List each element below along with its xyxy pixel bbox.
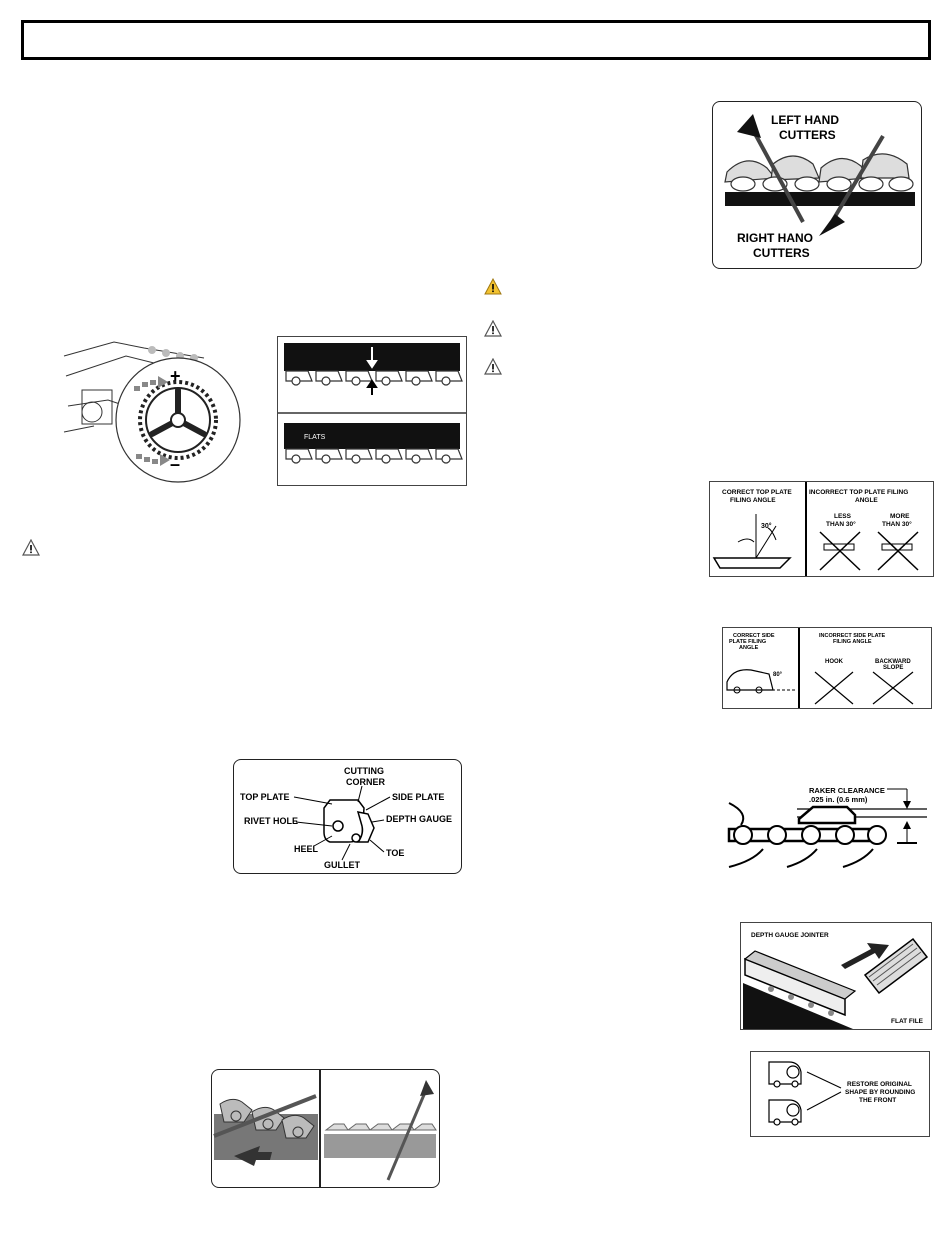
incorrect-top-plate-label-2: ANGLE xyxy=(855,497,878,504)
incorrect-top-plate-label-1: INCORRECT TOP PLATE FILING xyxy=(809,489,908,496)
flats-label: FLATS xyxy=(304,434,326,441)
backward-slope-label-2: SLOPE xyxy=(883,665,903,671)
raker-clearance-label: RAKER CLEARANCE xyxy=(809,786,885,795)
backward-slope-label-1: BACKWARD xyxy=(875,659,911,665)
cutting-corner-label-1: CUTTING xyxy=(344,766,384,776)
gullet-label: GULLET xyxy=(324,860,360,870)
hook-label: HOOK xyxy=(825,659,844,665)
less-than-label-1: LESS xyxy=(834,513,852,520)
restore-label-1: RESTORE ORIGINAL xyxy=(847,1081,912,1088)
file-position-diagram xyxy=(211,1069,440,1188)
restore-label-3: THE FRONT xyxy=(859,1097,896,1104)
side-plate-label: SIDE PLATE xyxy=(392,792,444,802)
thirty-degree-label: 30° xyxy=(761,522,772,530)
incorrect-side-plate-label-2: FILING ANGLE xyxy=(833,639,872,645)
correct-top-plate-label-2: FILING ANGLE xyxy=(730,497,776,504)
side-plate-angle-diagram: CORRECT SIDE PLATE FILING ANGLE INCORREC… xyxy=(722,627,932,709)
heel-label: HEEL xyxy=(294,844,319,854)
caution-icon xyxy=(484,358,502,375)
raker-clearance-diagram: RAKER CLEARANCE .025 in. (0.6 mm) xyxy=(727,783,929,871)
page-header-box xyxy=(21,20,931,60)
right-hand-label-2: CUTTERS xyxy=(753,246,810,260)
cutting-corner-label-2: CORNER xyxy=(346,777,386,787)
depth-gauge-jointer-diagram: DEPTH GAUGE JOINTER FLAT FILE xyxy=(740,922,932,1030)
correct-side-plate-label-2: PLATE FILING xyxy=(729,639,766,645)
more-than-label-1: MORE xyxy=(890,513,910,520)
restore-shape-diagram: RESTORE ORIGINAL SHAPE BY ROUNDING THE F… xyxy=(750,1051,930,1137)
caution-icon xyxy=(484,320,502,337)
chain-tension-dial-illustration: + – xyxy=(62,336,242,484)
toe-label: TOE xyxy=(386,848,404,858)
top-plate-label: TOP PLATE xyxy=(240,792,290,802)
incorrect-side-plate-label-1: INCORRECT SIDE PLATE xyxy=(819,633,886,639)
top-plate-angle-diagram: CORRECT TOP PLATE FILING ANGLE INCORRECT… xyxy=(709,481,934,577)
rivet-hole-label: RIVET HOLE xyxy=(244,816,298,826)
left-hand-label-2: CUTTERS xyxy=(779,128,836,142)
right-hand-label-1: RIGHT HANO xyxy=(737,231,813,245)
depth-gauge-jointer-label: DEPTH GAUGE JOINTER xyxy=(751,932,829,939)
chain-flats-diagram: FLATS xyxy=(277,336,467,486)
flat-file-label: FLAT FILE xyxy=(891,1018,924,1025)
correct-side-plate-label-1: CORRECT SIDE xyxy=(733,633,775,639)
more-than-label-2: THAN 30° xyxy=(882,520,912,528)
raker-measurement-label: .025 in. (0.6 mm) xyxy=(809,795,868,804)
left-hand-label-1: LEFT HAND xyxy=(771,113,839,127)
warning-icon xyxy=(484,278,502,295)
plus-sign: + xyxy=(170,366,181,386)
cutters-diagram: LEFT HAND CUTTERS RIGHT HANO CUTTERS xyxy=(712,101,922,269)
less-than-label-2: THAN 30° xyxy=(826,520,856,528)
correct-top-plate-label-1: CORRECT TOP PLATE xyxy=(722,489,792,496)
eighty-degree-label: 80° xyxy=(773,672,783,678)
depth-gauge-label: DEPTH GAUGE xyxy=(386,814,452,824)
minus-sign: – xyxy=(170,454,180,474)
caution-icon xyxy=(22,539,40,556)
correct-side-plate-label-3: ANGLE xyxy=(739,645,759,651)
cutter-parts-diagram: CUTTING CORNER TOP PLATE SIDE PLATE RIVE… xyxy=(233,759,462,874)
restore-label-2: SHAPE BY ROUNDING xyxy=(845,1089,915,1096)
